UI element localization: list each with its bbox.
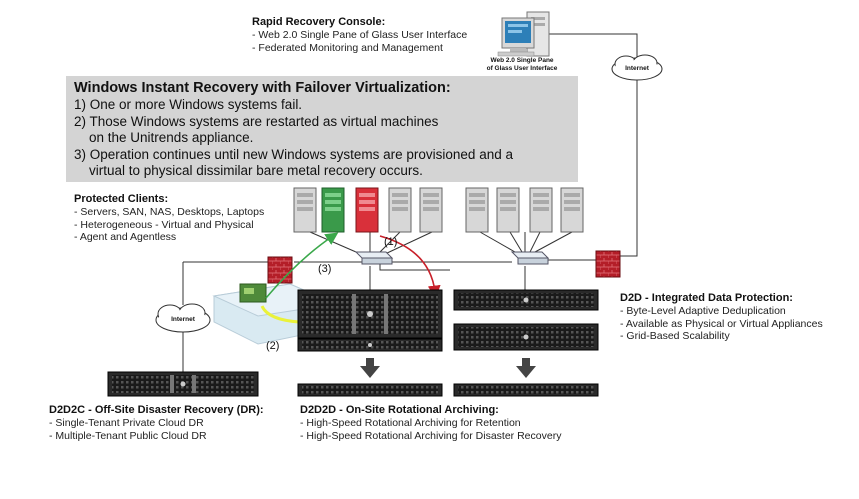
network-switch-right: [510, 251, 550, 265]
console-item: - Federated Monitoring and Management: [252, 41, 443, 54]
failed-server-tower: [355, 187, 379, 233]
clients-item: - Heterogeneous - Virtual and Physical: [74, 218, 254, 231]
console-caption: Web 2.0 Single Pane of Glass User Interf…: [486, 57, 558, 72]
appliance-offsite: [107, 371, 259, 397]
network-switch-left: [354, 251, 394, 265]
d2d2c-block: D2D2C - Off-Site Disaster Recovery (DR):…: [49, 404, 264, 442]
archive-appliance-left: [297, 383, 443, 397]
internet-cloud-left: [155, 303, 211, 333]
callout-title: Windows Instant Recovery with Failover V…: [74, 80, 451, 96]
callout-step: virtual to physical dissimilar bare meta…: [74, 163, 423, 178]
step-marker-3: (3): [318, 263, 332, 275]
server-tower: [388, 187, 412, 233]
step-marker-1: (1): [384, 236, 398, 248]
failover-callout: Windows Instant Recovery with Failover V…: [66, 76, 578, 182]
console-caption-line: Web 2.0 Single Pane: [490, 57, 554, 64]
server-tower: [293, 187, 317, 233]
archive-appliance-right: [453, 383, 599, 397]
clients-item: - Agent and Agentless: [74, 231, 177, 243]
appliance-d2d-top: [453, 289, 599, 311]
d2d-item: - Byte-Level Adaptive Deduplication: [620, 305, 786, 317]
console-item: - Web 2.0 Single Pane of Glass User Inte…: [252, 29, 468, 41]
appliance-main: [297, 289, 443, 339]
callout-step: 1) One or more Windows systems fail.: [74, 97, 303, 112]
d2d2d-item: - High-Speed Rotational Archiving for Di…: [300, 429, 562, 442]
callout-step: 3) Operation continues until new Windows…: [74, 146, 513, 162]
virtual-server-tower: [321, 187, 345, 233]
d2d-item: - Available as Physical or Virtual Appli…: [620, 317, 823, 330]
network-links: [182, 33, 638, 372]
appliance-main-lower: [297, 338, 443, 352]
d2d2d-item: - High-Speed Rotational Archiving for Re…: [300, 417, 521, 429]
console-computer: [497, 11, 550, 57]
server-tower: [496, 187, 520, 233]
callout-step: on the Unitrends appliance.: [74, 130, 254, 145]
clients-block: Protected Clients: - Servers, SAN, NAS, …: [74, 193, 264, 244]
step-marker-2: (2): [266, 340, 280, 352]
server-tower: [529, 187, 553, 233]
d2d2d-block: D2D2D - On-Site Rotational Archiving: - …: [300, 404, 561, 442]
virtualize-arrow: [260, 305, 301, 324]
server-tower: [465, 187, 489, 233]
internet-top-label: Internet: [625, 65, 649, 72]
d2d2c-item: - Single-Tenant Private Cloud DR: [49, 417, 204, 429]
firewall-right: [595, 250, 621, 278]
console-block: Rapid Recovery Console: - Web 2.0 Single…: [252, 16, 467, 54]
clients-item: - Servers, SAN, NAS, Desktops, Laptops: [74, 206, 265, 218]
callout-step: 2) Those Windows systems are restarted a…: [74, 113, 439, 129]
internet-left-label: Internet: [171, 316, 195, 323]
server-tower: [419, 187, 443, 233]
appliance-d2d-middle: [453, 323, 599, 351]
console-caption-line: of Glass User Interface: [486, 64, 558, 72]
clients-title: Protected Clients:: [74, 193, 169, 205]
failure-arrow: [379, 235, 441, 299]
d2d2d-title: D2D2D - On-Site Rotational Archiving:: [300, 404, 499, 416]
archive-arrow-left: [360, 358, 380, 378]
console-to-internet-link: [530, 33, 638, 58]
d2d2c-item: - Multiple-Tenant Public Cloud DR: [49, 429, 207, 442]
internet-cloud-top: [611, 54, 663, 81]
archive-arrow-right: [516, 358, 536, 378]
server-group-left: [293, 187, 443, 233]
server-tower: [560, 187, 584, 233]
d2d-item: - Grid-Based Scalability: [620, 330, 730, 342]
console-title: Rapid Recovery Console:: [252, 16, 386, 28]
firewall-left: [267, 256, 293, 284]
d2d2c-title: D2D2C - Off-Site Disaster Recovery (DR):: [49, 404, 264, 416]
d2d-block: D2D - Integrated Data Protection: - Byte…: [620, 292, 844, 343]
internet-to-firewall-link: [617, 80, 638, 257]
server-group-right: [465, 187, 584, 233]
restore-arrow: [265, 232, 339, 299]
d2d-title: D2D - Integrated Data Protection:: [620, 292, 793, 304]
